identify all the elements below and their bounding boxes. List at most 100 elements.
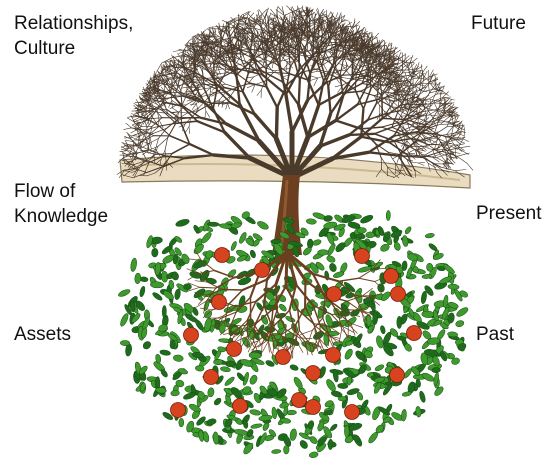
branch-line — [373, 61, 382, 65]
branch-line — [321, 11, 327, 18]
branch-line — [390, 88, 398, 93]
branch-line — [186, 81, 195, 83]
leaf — [259, 385, 268, 395]
branch-line — [198, 83, 212, 86]
branch-line — [249, 61, 256, 68]
branch-line — [275, 18, 279, 27]
root-line — [224, 320, 231, 333]
branch-line — [149, 142, 152, 150]
branch-line — [222, 68, 234, 72]
branch-line — [119, 150, 128, 152]
branch-line — [330, 12, 336, 20]
branch-line — [237, 30, 240, 40]
leaf — [151, 247, 159, 258]
branch-line — [426, 106, 431, 116]
branch-line — [193, 37, 199, 47]
branch-line — [294, 12, 301, 20]
branch-line — [348, 48, 353, 61]
leaf — [419, 390, 426, 403]
branch-line — [159, 158, 162, 167]
branch-line — [400, 75, 408, 80]
leaf — [198, 429, 204, 442]
branch-line — [272, 19, 277, 27]
branch-line — [184, 44, 191, 52]
branch-line — [142, 91, 150, 95]
branch-line — [159, 92, 167, 97]
branch-line — [409, 57, 418, 65]
branch-line — [253, 16, 255, 28]
root-line — [268, 340, 272, 354]
branch-line — [381, 168, 389, 176]
branch-line — [223, 50, 225, 60]
branch-line — [134, 127, 143, 133]
branch-line — [317, 29, 319, 39]
leaf — [217, 346, 226, 353]
branch-line — [366, 68, 370, 83]
branch-line — [165, 117, 181, 129]
label-flow-of-knowledge: Flow of Knowledge — [14, 181, 109, 227]
branch-line — [441, 138, 452, 152]
branch-line — [203, 63, 220, 65]
branch-line — [445, 154, 455, 159]
fruit — [232, 398, 248, 414]
branch-line — [434, 74, 437, 84]
branch-line — [365, 58, 371, 72]
branch-line — [168, 61, 175, 68]
root-line — [223, 331, 237, 335]
branch-line — [360, 38, 366, 44]
branch-line — [167, 87, 177, 90]
branch-line — [186, 67, 193, 75]
root-line — [337, 312, 343, 330]
branch-line — [355, 63, 362, 76]
branch-line — [215, 64, 224, 69]
branch-line — [276, 49, 289, 51]
branch-line — [441, 169, 450, 173]
root-line — [247, 336, 255, 348]
branch-line — [257, 31, 263, 38]
branch-line — [392, 90, 397, 97]
branch-line — [243, 34, 251, 54]
branch-line — [160, 98, 168, 110]
branch-line — [429, 138, 436, 143]
fruit — [383, 268, 399, 284]
root-line — [317, 338, 320, 352]
branch-line — [377, 84, 389, 100]
leaf — [282, 217, 295, 224]
branch-line — [194, 74, 206, 90]
branch-line — [366, 103, 377, 121]
branch-line — [397, 86, 403, 93]
branch-line — [444, 146, 453, 150]
leaf — [169, 340, 176, 350]
leaf — [344, 348, 353, 360]
branch-line — [463, 127, 466, 138]
branch-line — [381, 126, 399, 134]
branch-line — [190, 109, 200, 119]
branch-line — [147, 108, 158, 112]
branch-line — [355, 24, 358, 33]
branch-line — [437, 112, 446, 123]
branch-line — [298, 37, 308, 42]
branch-line — [292, 33, 304, 38]
branch-line — [386, 55, 391, 62]
root-line — [194, 291, 208, 296]
branch-line — [169, 104, 177, 110]
leaf — [249, 249, 256, 259]
branch-line — [338, 18, 346, 25]
root-line — [308, 342, 313, 356]
branch-line — [398, 76, 405, 83]
branch-line — [329, 32, 336, 41]
branch-line — [259, 30, 263, 37]
branch-line — [154, 79, 165, 82]
root-line — [194, 249, 202, 261]
branch-line — [446, 157, 450, 168]
branch-line — [301, 22, 308, 30]
branch-line — [432, 136, 447, 143]
branch-line — [404, 119, 424, 125]
branch-line — [124, 145, 133, 148]
leaf — [456, 307, 469, 317]
tree-canopy — [116, 5, 474, 181]
root-line — [347, 313, 361, 317]
branch-line — [227, 102, 230, 110]
branch-line — [434, 81, 438, 92]
branch-line — [210, 53, 222, 57]
